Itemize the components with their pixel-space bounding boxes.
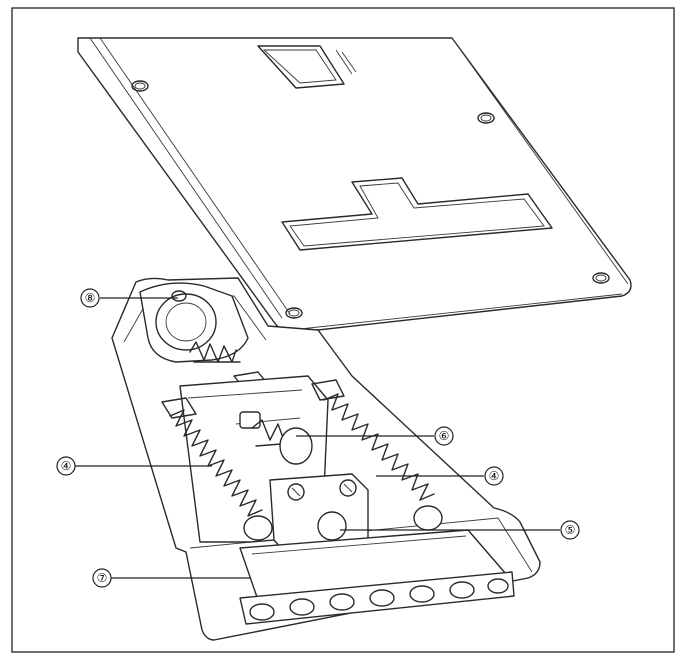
callout-5-label: ⑤: [565, 523, 576, 537]
callout-4-left-label: ④: [61, 459, 72, 473]
guide-block: [269, 473, 369, 557]
callout-6: ⑥: [296, 426, 454, 446]
callout-8-circle: [80, 288, 100, 308]
callout-4-right-label: ④: [489, 469, 500, 483]
callout-5: ⑤: [340, 520, 580, 540]
callout-4-right: ④: [376, 466, 504, 486]
front-plate: [239, 529, 515, 625]
callout-4-left-circle: [56, 456, 76, 476]
rear-rotary-block: [139, 282, 267, 387]
callout-4-left: ④: [56, 456, 212, 476]
top-plate: [77, 37, 632, 333]
callout-5-circle: [560, 520, 580, 540]
figure-frame: [11, 7, 675, 653]
callout-8: ⑧: [80, 288, 178, 308]
callout-4-right-circle: [484, 466, 504, 486]
left-tension-spring: [161, 397, 273, 541]
callout-7-circle: [92, 568, 112, 588]
callout-7: ⑦: [92, 568, 250, 588]
callout-6-label: ⑥: [439, 429, 450, 443]
callout-6-circle: [434, 426, 454, 446]
callout-8-label: ⑧: [85, 291, 96, 305]
callout-7-label: ⑦: [97, 571, 108, 585]
center-spring-assembly: [239, 411, 313, 465]
